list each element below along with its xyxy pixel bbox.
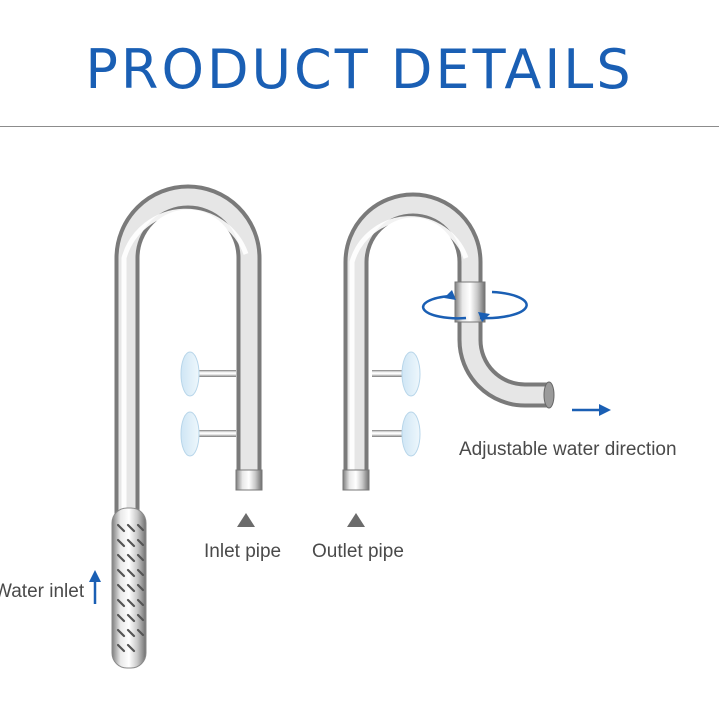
page-title: PRODUCT DETAILS	[85, 38, 634, 101]
suction-cup-icon	[372, 351, 421, 457]
triangle-marker-icon	[347, 513, 365, 527]
divider	[0, 126, 719, 127]
suction-cup-icon	[180, 351, 236, 457]
rotate-arrows-icon	[421, 290, 528, 322]
inlet-pipe-image	[111, 184, 263, 669]
triangle-marker-icon	[237, 513, 255, 527]
outlet-pipe-label: Outlet pipe	[312, 541, 404, 562]
strainer-slots	[116, 523, 145, 653]
up-arrow-icon	[89, 570, 101, 604]
right-arrow-icon	[572, 404, 611, 416]
inlet-pipe-label: Inlet pipe	[204, 541, 282, 562]
adjustable-direction-label: Adjustable water direction	[459, 439, 677, 460]
water-inlet-label: Water inlet	[0, 581, 85, 602]
outlet-pipe-image	[342, 192, 555, 491]
